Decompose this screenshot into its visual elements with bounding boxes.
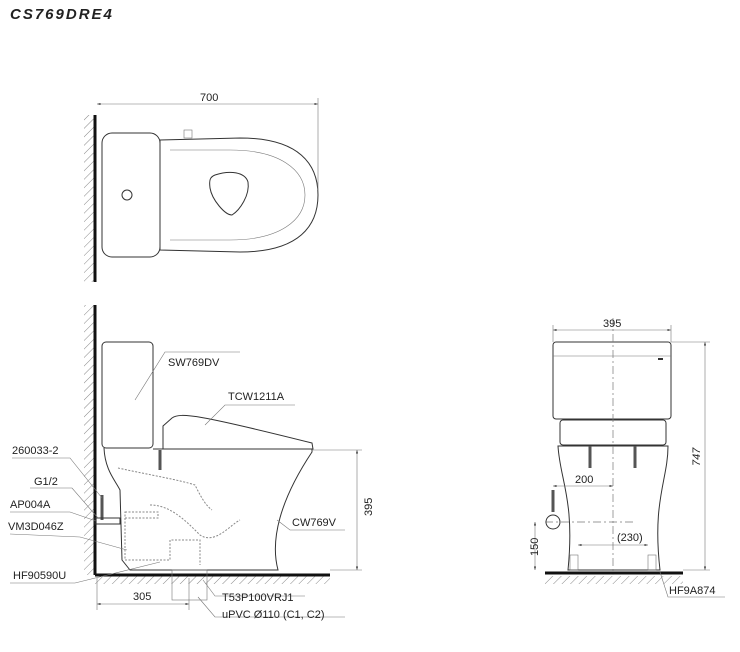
bowl-opening (209, 171, 249, 216)
seat-outline (159, 137, 319, 253)
dim-rough-in: 305 (133, 591, 151, 603)
dim-seat-height: 395 (363, 498, 375, 516)
label-hose: 260033-2 (12, 445, 59, 457)
bowl-side (103, 447, 313, 571)
top-view: 700 (84, 92, 319, 282)
dim-inlet-height: 150 (529, 538, 541, 556)
dim-inlet-offset: 200 (575, 474, 593, 486)
label-pipe: uPVC Ø110 (C1, C2) (222, 609, 325, 621)
label-tank: SW769DV (168, 357, 220, 369)
tank-front (552, 341, 672, 420)
label-thread: G1/2 (34, 476, 58, 488)
label-flange: HF90590U (13, 570, 66, 582)
model-title: CS769DRE4 (10, 6, 114, 23)
front-view: 395 747 200 150 (230) HF9A874 (529, 318, 725, 598)
label-adapter: T53P100VRJ1 (222, 592, 294, 604)
tank-top (101, 132, 161, 258)
dim-width: 395 (603, 318, 621, 330)
label-valve: AP004A (10, 499, 51, 511)
dim-height: 747 (691, 447, 703, 466)
label-bowl: CW769V (292, 517, 337, 529)
bowl-front (557, 445, 669, 571)
label-bolts: HF9A874 (669, 585, 715, 597)
side-view: 395 305 SW769DV TCW1211A 260033-2 G1/2 A… (8, 305, 375, 621)
flush-button (121, 189, 133, 201)
tank-side (101, 341, 154, 449)
label-outlet: VM3D046Z (8, 521, 64, 533)
label-seat: TCW1211A (228, 391, 285, 403)
dim-bolt-spacing: (230) (617, 532, 643, 544)
dim-700: 700 (200, 92, 218, 104)
seat-side (162, 414, 314, 450)
angle-valve (94, 517, 121, 525)
wall-hatch (84, 115, 94, 282)
